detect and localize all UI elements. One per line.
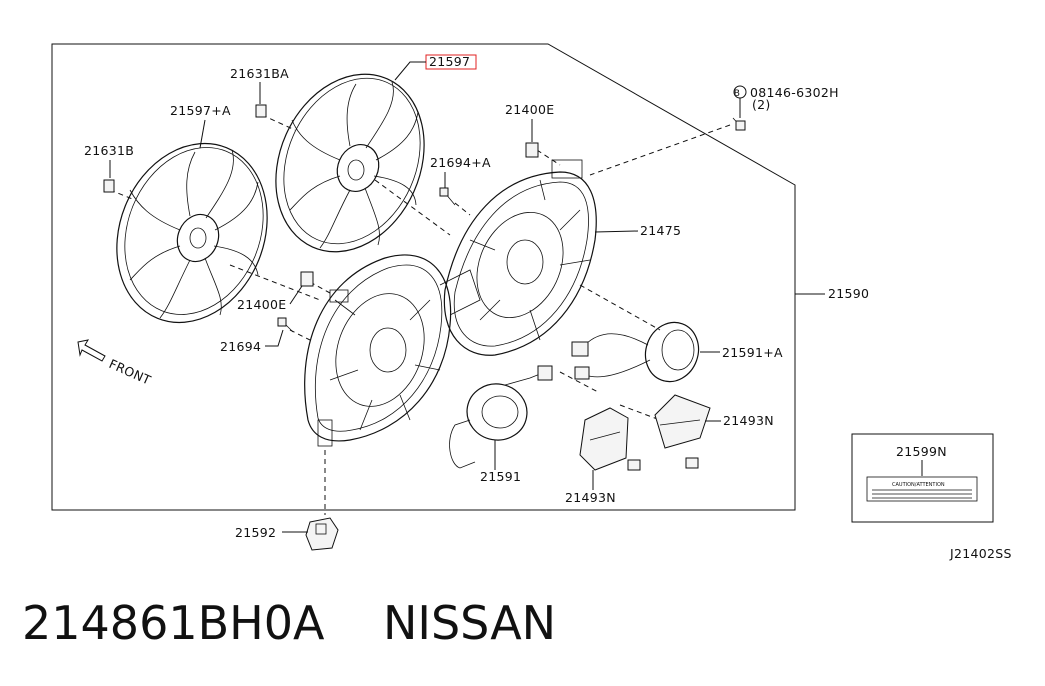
callout-21631B: 21631B (84, 143, 134, 158)
leader-lines (109, 114, 731, 515)
connector-21592 (305, 517, 339, 551)
callout-21493N-bottom: 21493N (565, 490, 616, 505)
callout-21591: 21591 (480, 469, 521, 484)
assembly-frame (51, 43, 796, 511)
footer-caption: 214861BH0A NISSAN (22, 596, 556, 650)
callout-08146: 08146-6302H (750, 85, 839, 100)
callout-21631BA: 21631BA (230, 66, 289, 81)
callout-08146-qty: (2) (752, 97, 771, 112)
callout-21694: 21694 (220, 339, 261, 354)
fan-right (275, 73, 425, 253)
front-label: FRONT (107, 356, 154, 388)
callout-21590: 21590 (828, 286, 869, 301)
module-21493N-bottom (579, 407, 641, 471)
footer-brand: NISSAN (382, 596, 557, 650)
callout-21475: 21475 (640, 223, 681, 238)
callout-21694A: 21694+A (430, 155, 491, 170)
footer-part-number: 214861BH0A (22, 596, 325, 650)
module-21493N-right (654, 394, 711, 469)
diagram-code: J21402SS (949, 546, 1012, 561)
callout-21597A: 21597+A (170, 103, 231, 118)
hardware (103, 85, 747, 333)
shroud-rear (443, 159, 597, 356)
front-arrow-icon (77, 339, 106, 362)
callouts: 21597 21631BA 21597+A 21631B 21400E 2169… (84, 54, 869, 540)
callout-21591A: 21591+A (722, 345, 783, 360)
callout-21597: 21597 (429, 54, 470, 69)
fan-left (116, 142, 268, 324)
callout-21493N-right: 21493N (723, 413, 774, 428)
shroud-front (304, 254, 481, 447)
callout-21400E-top: 21400E (505, 102, 554, 117)
motor-21591A (571, 321, 700, 383)
label-inset: 21599N CAUTION/ATTENTION (851, 433, 994, 523)
callout-bolt-B: B (734, 89, 740, 99)
callout-21400E-mid: 21400E (237, 297, 286, 312)
front-indicator: FRONT (77, 339, 154, 388)
callout-21599N: 21599N (896, 444, 947, 459)
callout-21592: 21592 (235, 525, 276, 540)
caution-label-text: CAUTION/ATTENTION (892, 482, 945, 488)
motor-21591 (449, 365, 553, 469)
